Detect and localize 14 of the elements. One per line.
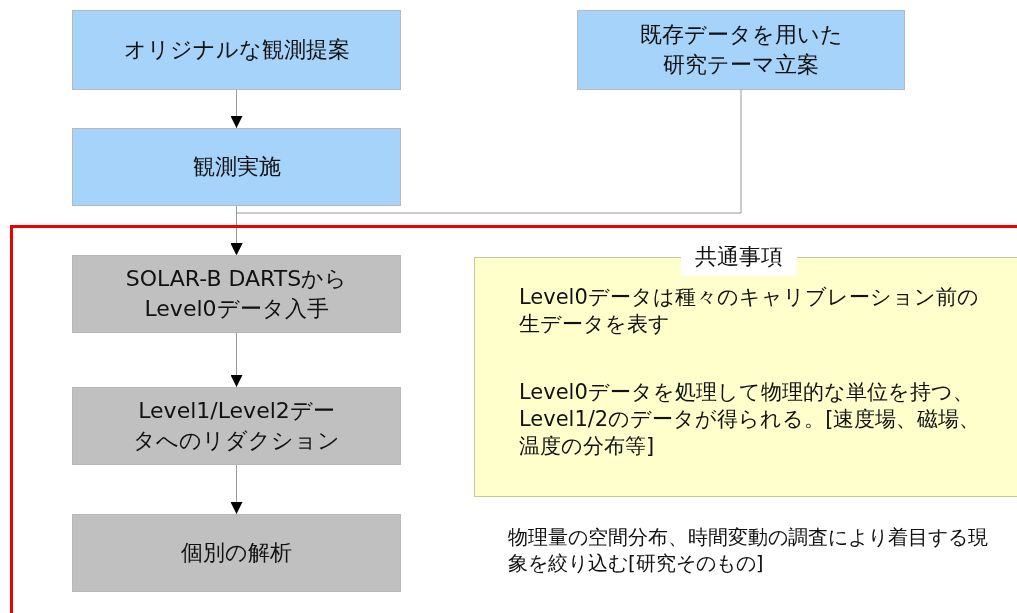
process-box: オリジナルな観測提案	[72, 10, 401, 90]
arrow	[230, 332, 243, 388]
process-box: 観測実施	[72, 128, 401, 206]
process-box: 個別の解析	[72, 514, 401, 592]
arrow	[230, 464, 243, 515]
arrow	[230, 89, 243, 129]
process-box: SOLAR-B DARTSからLevel0データ入手	[72, 255, 401, 333]
arrow	[230, 205, 243, 256]
note-text: Level0データを処理して物理的な単位を持つ、Level1/2のデータが得られる。[速度場、磁場、温度の分布等]	[519, 378, 982, 461]
region-frame	[10, 225, 1017, 613]
note-text: Level0データは種々のキャリブレーション前の生データを表す	[519, 284, 980, 339]
process-box: 既存データを用いた研究テーマ立案	[577, 10, 905, 90]
process-box: Level1/Level2データへのリダクション	[72, 387, 401, 465]
note-text: 物理量の空間分布、時間変動の調査により着目する現象を絞り込む[研究そのもの]	[508, 524, 989, 576]
